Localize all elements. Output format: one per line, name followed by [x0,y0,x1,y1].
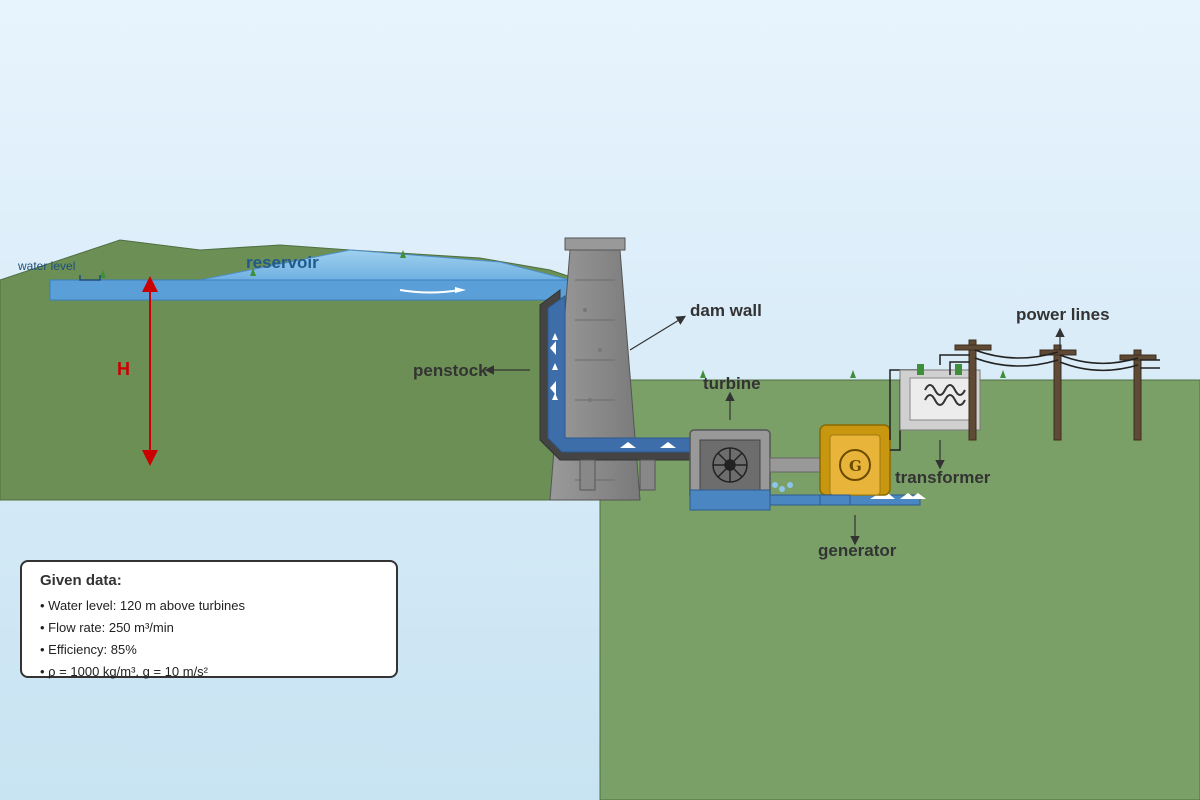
flow-arrow [399,289,461,294]
generator-symbol-letter: G [849,457,862,475]
dam-wall-pointer [629,315,687,351]
power-line-wires [939,349,1160,375]
power-pole [1119,349,1157,441]
dam-support [639,459,656,491]
penstock-label: penstock [413,361,488,380]
height-label: H [117,359,130,379]
given-data-box: Given data: • Water level: 120 m above t… [20,560,398,679]
turbine-wheel-icon [712,447,748,483]
transformer-inner [909,377,971,421]
given-data-title: Given data: [40,572,122,589]
turbine-water-outlet [689,489,771,511]
given-data-item: • ρ = 1000 kg/m³, g = 10 m/s² [40,664,209,679]
insulator [917,364,924,375]
tree-icon [250,268,256,276]
tree-icon [1000,370,1006,378]
generator-label: generator [818,541,897,560]
tree-icon [400,250,406,258]
reservoir-water [49,279,571,301]
given-data-item: • Flow rate: 250 m³/min [40,620,174,635]
tree-icon [700,370,706,378]
generator-inner [829,434,881,496]
insulator [955,364,962,375]
generator-symbol-icon [839,449,871,481]
dam-wall-label: dam wall [690,301,762,320]
flow-arrows [550,333,676,448]
given-data-item: • Water level: 120 m above turbines [40,598,245,613]
water-level-marker [79,275,101,281]
water-level-label: water level [17,259,75,273]
dam-support [579,459,596,491]
outflow-arrows [870,493,926,499]
reservoir-label: reservoir [246,253,319,272]
dam-crest [564,237,626,251]
tree-icon [100,270,106,278]
transformer-label: transformer [895,468,991,487]
transformer-coil-icon [924,384,966,406]
tree-icon [850,370,856,378]
power-pole [954,339,992,441]
drive-shaft [769,457,823,473]
given-data-item: • Efficiency: 85% [40,642,137,657]
turbine-label: turbine [703,374,761,393]
power-lines-label: power lines [1016,305,1110,324]
generator-base [819,494,851,506]
